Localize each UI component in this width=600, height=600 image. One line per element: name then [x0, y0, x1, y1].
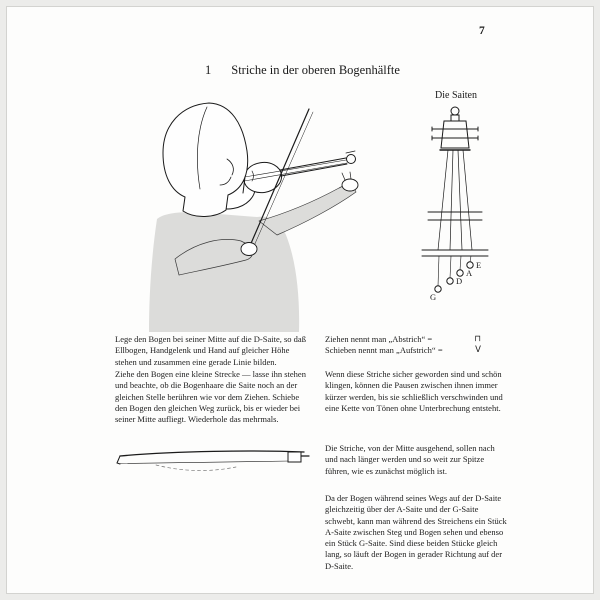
string-tail	[437, 255, 440, 287]
bow-tip	[116, 455, 121, 465]
strings-caption: Die Saiten	[435, 90, 477, 101]
scroll-button	[450, 106, 460, 116]
note-circle-d	[446, 277, 454, 285]
bow-hair	[249, 111, 314, 256]
head-hair-outline	[162, 102, 249, 217]
bow-frog	[287, 451, 302, 463]
bowing-hand	[240, 242, 258, 256]
violin-neck	[279, 157, 347, 171]
violin-f-hole	[251, 170, 254, 182]
strings-diagram: E A D G	[421, 106, 489, 302]
section-number: 1	[205, 63, 212, 77]
paragraph-lengthen-strokes: Die Striche, von der Mitte ausgehend, so…	[325, 443, 495, 476]
scroll-stem	[450, 114, 460, 122]
section-title: Striche in der oberen Bogenhälfte	[231, 63, 400, 77]
pegbox	[440, 120, 470, 149]
motion-dashed-curve	[155, 464, 237, 471]
violin-peg	[345, 150, 356, 154]
string-e	[462, 149, 473, 251]
note-circle-g	[434, 285, 442, 293]
hair-detail	[197, 106, 208, 190]
note-circle-a	[456, 269, 464, 277]
paragraph-straight-bowing: Da der Bogen während seines Wegs auf der…	[325, 493, 507, 571]
string-a	[457, 149, 463, 251]
upbow-row: Schieben nennt man „Aufstrich“ = V	[325, 345, 481, 356]
torso-shape	[149, 212, 300, 332]
violinist-illustration	[149, 102, 359, 332]
book-page: 7 1 Striche in der oberen Bogenhälfte	[6, 6, 594, 594]
violin-neck-lower	[280, 163, 348, 177]
violin-bridge	[242, 176, 246, 194]
finger-line	[349, 171, 352, 180]
downbow-symbol-icon: ⊓	[474, 334, 481, 344]
string-label-g: G	[430, 292, 436, 302]
violin-scroll	[346, 154, 356, 164]
string-label-d: D	[456, 276, 462, 286]
paragraph-place-bow: Lege den Bogen bei seiner Mitte auf die …	[115, 334, 306, 367]
string-g	[437, 149, 449, 251]
string-label-a: A	[466, 268, 473, 278]
upbow-symbol-icon: V	[475, 345, 481, 356]
finger-line	[341, 172, 346, 181]
paragraph-strokes-chain: Wenn diese Striche sicher geworden sind …	[325, 369, 503, 413]
section-heading: 1 Striche in der oberen Bogenhälfte	[205, 63, 400, 78]
face-profile	[219, 158, 234, 186]
note-circle-e	[466, 261, 474, 269]
string-d	[449, 149, 454, 251]
left-hand	[341, 178, 359, 192]
bow-stick	[245, 108, 310, 256]
string-tail	[459, 255, 462, 271]
paragraph-draw-bow: Ziehe den Bogen eine kleine Strecke — la…	[115, 369, 306, 425]
string-tail	[469, 255, 472, 263]
downbow-row: Ziehen nennt man „Abstrich“ = ⊓	[325, 334, 481, 345]
bow-illustration	[116, 450, 310, 471]
bow-stick	[119, 450, 305, 457]
string-label-e: E	[476, 260, 481, 270]
upbow-label: Schieben nennt man „Aufstrich“ =	[325, 345, 443, 356]
string-tail	[449, 255, 452, 279]
page-number: 7	[479, 25, 485, 37]
downbow-label: Ziehen nennt man „Abstrich“ =	[325, 334, 433, 344]
bow-terms: Ziehen nennt man „Abstrich“ = ⊓ Schieben…	[325, 334, 507, 357]
bow-hair	[119, 460, 291, 464]
